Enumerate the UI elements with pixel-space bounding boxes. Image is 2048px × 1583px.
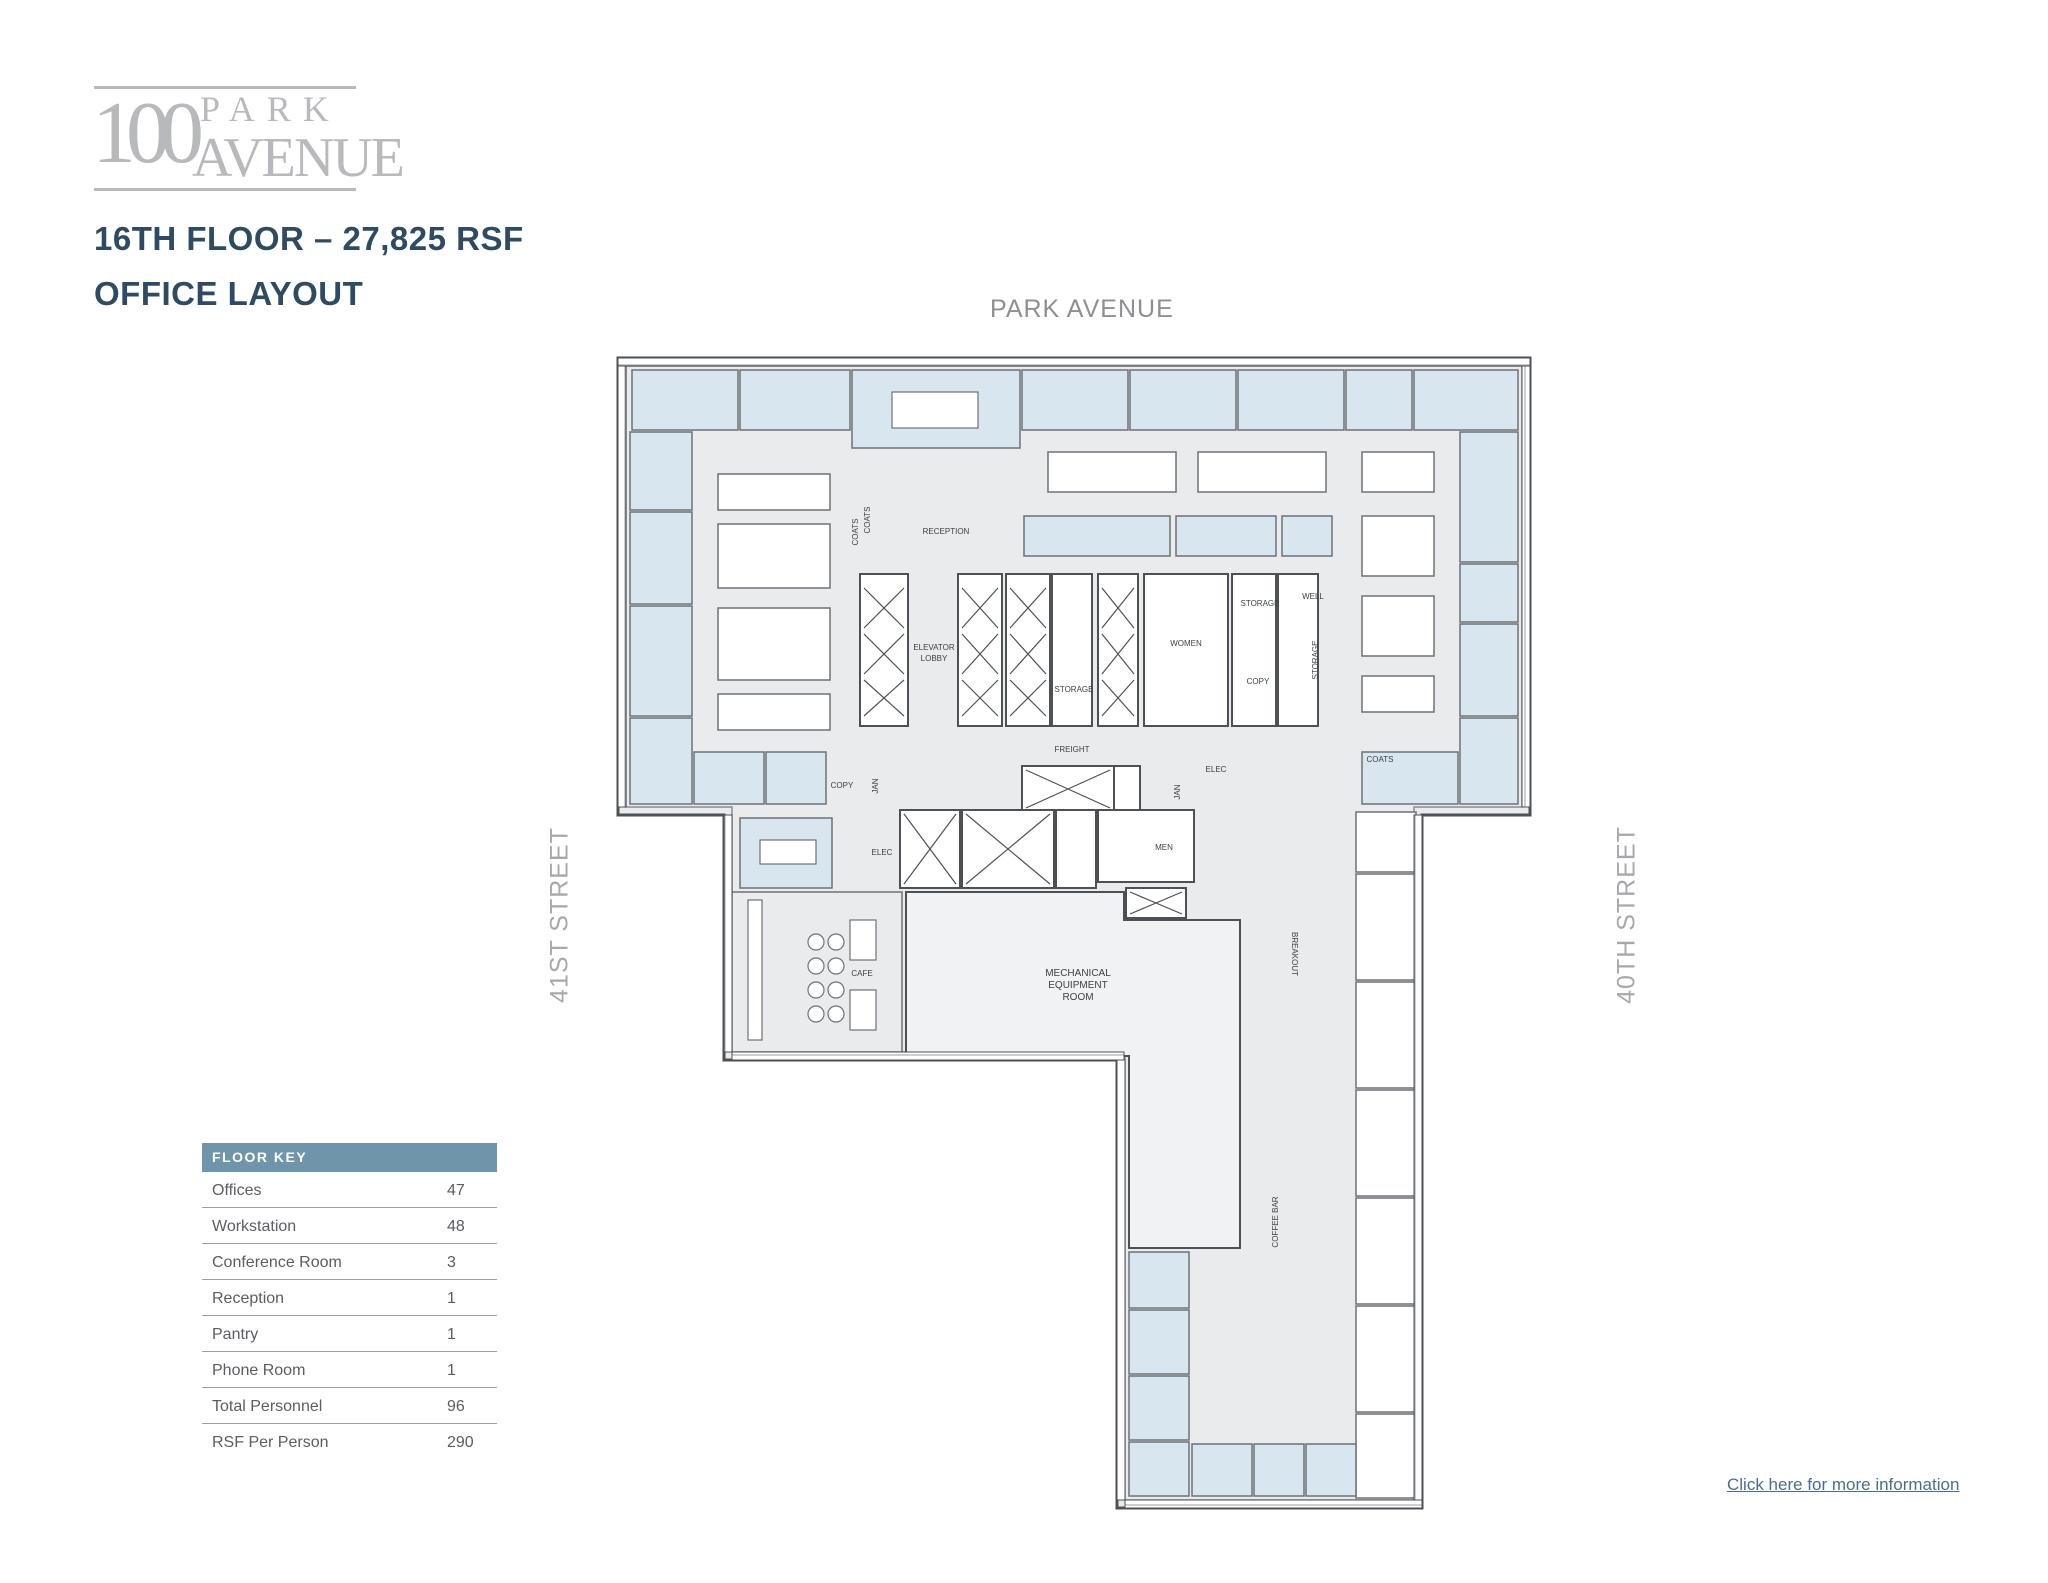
building-logo: 100 PARK AVENUE xyxy=(92,84,405,194)
label-mech-2: EQUIPMENT xyxy=(1048,980,1107,991)
label-jan-b: JAN xyxy=(1173,784,1182,799)
floor-key-value: 47 xyxy=(447,1182,465,1199)
floor-key-row: Conference Room 3 xyxy=(202,1244,497,1280)
layout-title: OFFICE LAYOUT xyxy=(94,275,364,312)
label-storage-b: STORAGE xyxy=(1241,599,1280,608)
floor-key-value: 1 xyxy=(447,1362,456,1379)
floor-key-value: 3 xyxy=(447,1254,456,1271)
more-info-link[interactable]: Click here for more information xyxy=(1727,1475,1960,1494)
logo-park: PARK xyxy=(200,89,341,129)
floor-key-row: Pantry 1 xyxy=(202,1316,497,1352)
elevator-shafts xyxy=(863,587,1183,915)
floor-key-label: Offices xyxy=(212,1182,262,1199)
label-women: WOMEN xyxy=(1170,639,1202,648)
logo-rule-top xyxy=(94,86,356,89)
floor-key-row: Reception 1 xyxy=(202,1280,497,1316)
mechanical-equipment-room xyxy=(905,891,1241,1249)
label-coffee-bar: COFFEE BAR xyxy=(1271,1196,1280,1247)
label-storage-c: STORAGE xyxy=(1311,641,1320,680)
label-elevator-lobby-2: LOBBY xyxy=(921,654,948,663)
floor-key-value: 1 xyxy=(447,1326,456,1343)
conference-table-west xyxy=(759,839,817,865)
logo-number: 100 xyxy=(92,85,204,182)
label-breakout: BREAKOUT xyxy=(1290,932,1299,976)
label-coats-c: COATS xyxy=(1367,755,1394,764)
floor-key-label: Pantry xyxy=(212,1326,259,1343)
label-elevator-lobby-1: ELEVATOR xyxy=(913,643,955,652)
perimeter-offices-left xyxy=(629,431,827,805)
floor-key-table: FLOOR KEY Offices 47 Workstation 48 Conf… xyxy=(202,1143,497,1459)
label-coats-b: COATS xyxy=(863,507,872,534)
floor-key-value: 1 xyxy=(447,1290,456,1307)
floor-title: 16TH FLOOR – 27,825 RSF xyxy=(94,220,524,257)
floor-key-value: 96 xyxy=(447,1398,465,1415)
label-elec-a: ELEC xyxy=(1206,765,1227,774)
workstation-clusters-west xyxy=(717,473,831,731)
label-men: MEN xyxy=(1155,843,1173,852)
perimeter-offices-south-wing xyxy=(1128,1251,1357,1497)
floor-key-label: RSF Per Person xyxy=(212,1434,329,1451)
label-cafe: CAFE xyxy=(851,969,872,978)
label-well: WELL xyxy=(1302,592,1324,601)
label-coats-a: COATS xyxy=(851,519,860,546)
label-mech-1: MECHANICAL xyxy=(1045,968,1111,979)
perimeter-offices-right xyxy=(1361,431,1519,805)
floor-key-row: Phone Room 1 xyxy=(202,1352,497,1388)
workstation-clusters-north xyxy=(1023,451,1435,713)
floor-key-row: Total Personnel 96 xyxy=(202,1388,497,1424)
floor-key-row: Offices 47 xyxy=(202,1172,497,1208)
street-label-top: PARK AVENUE xyxy=(990,295,1174,323)
floor-key-label: Workstation xyxy=(212,1218,297,1235)
floor-key-label: Reception xyxy=(212,1290,285,1307)
cafe-tables xyxy=(747,899,877,1041)
perimeter-offices-east-wing xyxy=(1355,811,1417,1499)
floor-key-row: Workstation 48 xyxy=(202,1208,497,1244)
logo-rule-bottom xyxy=(94,188,356,191)
label-reception: RECEPTION xyxy=(923,527,970,536)
floor-key-header: FLOOR KEY xyxy=(202,1143,497,1172)
logo-avenue: AVENUE xyxy=(192,127,405,189)
label-copy-a: COPY xyxy=(1247,677,1270,686)
floor-key-value: 48 xyxy=(447,1218,465,1235)
label-copy-b: COPY xyxy=(831,781,854,790)
floor-key-label: Total Personnel xyxy=(212,1398,323,1415)
label-elec-b: ELEC xyxy=(872,848,893,857)
floor-key-label: Phone Room xyxy=(212,1362,306,1379)
label-mech-3: ROOM xyxy=(1062,992,1093,1003)
floor-key-label: Conference Room xyxy=(212,1254,342,1271)
floor-key-row: RSF Per Person 290 xyxy=(202,1424,497,1459)
floor-key-value: 290 xyxy=(447,1434,474,1451)
perimeter-offices-top xyxy=(631,369,1519,449)
label-freight: FREIGHT xyxy=(1054,745,1089,754)
label-jan-a: JAN xyxy=(871,778,880,793)
label-storage-a: STORAGE xyxy=(1055,685,1094,694)
conference-table-north xyxy=(891,391,979,429)
